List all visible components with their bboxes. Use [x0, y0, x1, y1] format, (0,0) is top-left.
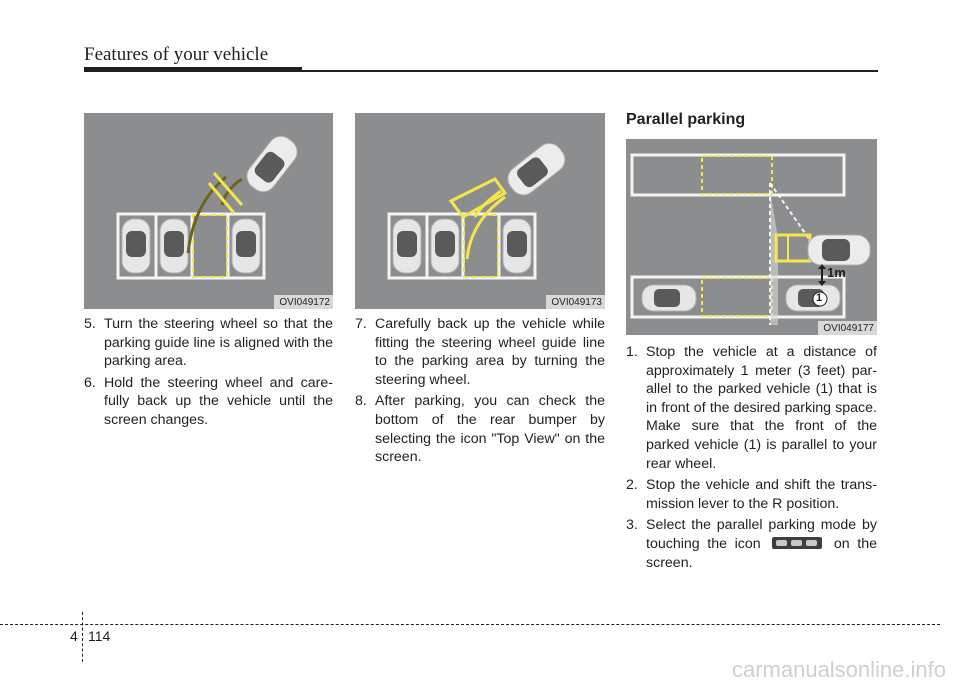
- steps-column-1: 5. Turn the steering wheel so that the p…: [84, 315, 333, 433]
- parked-car: [121, 218, 151, 274]
- figure-parallel-parking: 1m 1 OVI049177: [626, 139, 877, 335]
- step-item: 2. Stop the vehicle and shift the trans-…: [626, 476, 877, 513]
- figure-code: OVI049177: [818, 321, 877, 335]
- step-item: 3. Select the parallel parking mode by t…: [626, 516, 877, 572]
- figure-reverse-guide-2: OVI049173: [355, 113, 605, 309]
- footer-divider: [82, 612, 83, 662]
- parallel-parking-mode-icon: [772, 536, 823, 549]
- chapter-number: 4: [70, 628, 78, 644]
- header-rule-thick: [84, 67, 302, 72]
- parked-car: [641, 284, 697, 312]
- step-item: 8. After parking, you can check the bott…: [355, 392, 605, 466]
- figure-3-illustration: [630, 153, 871, 325]
- parking-guide-line: [207, 182, 236, 214]
- distance-label: 1m: [827, 265, 846, 280]
- vehicle-marker: 1: [816, 292, 823, 304]
- figure-code: OVI049172: [274, 295, 333, 309]
- step-number: 7.: [355, 316, 367, 332]
- parked-car: [502, 218, 532, 274]
- parking-guide-line: [774, 233, 812, 263]
- step-item: 6. Hold the steering wheel and care-full…: [84, 374, 333, 430]
- figure-2-illustration: [387, 143, 566, 280]
- steering-guide-line: [465, 195, 506, 260]
- step-text: Turn the steering wheel so that the park…: [104, 316, 333, 370]
- reversing-car: [246, 135, 298, 193]
- step-text: After parking, you can check the bottom …: [375, 393, 605, 466]
- parked-car: [231, 218, 261, 274]
- step-number: 2.: [626, 477, 638, 494]
- parked-car: [430, 218, 460, 274]
- target-space: [192, 214, 228, 278]
- header-rule-thin: [302, 70, 878, 72]
- parking-row-top: [630, 153, 846, 197]
- step-number: 3.: [626, 517, 638, 534]
- steps-column-3: 1. Stop the vehicle at a distance of app…: [626, 343, 877, 575]
- step-text: Stop the vehicle at a distance of approx…: [646, 344, 877, 472]
- step-item: 5. Turn the steering wheel so that the p…: [84, 315, 333, 371]
- figure-reverse-guide-1: OVI049172: [84, 113, 333, 309]
- parked-car: [392, 218, 422, 274]
- section-title: Parallel parking: [626, 111, 746, 128]
- step-text: Stop the vehicle and shift the trans-mis…: [646, 477, 877, 512]
- parking-guide-line: [448, 177, 508, 219]
- step-number: 5.: [84, 316, 96, 332]
- reversing-car: [507, 143, 566, 196]
- watermark: carmanualsonline.info: [731, 657, 946, 682]
- figure-code: OVI049173: [546, 295, 605, 309]
- step-item: 1. Stop the vehicle at a distance of app…: [626, 343, 877, 473]
- step-text: Hold the steering wheel and care-fully b…: [104, 374, 333, 428]
- steering-guide-line: [186, 175, 227, 254]
- step-number: 1.: [626, 344, 638, 360]
- step-number: 8.: [355, 393, 367, 410]
- footer-rule: [0, 624, 940, 625]
- parked-car: [159, 218, 189, 274]
- reversing-car: [807, 234, 871, 266]
- step-text: Carefully back up the vehicle while fitt…: [375, 316, 605, 388]
- target-space: [701, 277, 773, 317]
- step-text-before-icon: Select the parallel parking mode by touc…: [646, 517, 877, 552]
- step-number: 6.: [84, 374, 96, 391]
- step-item: 7. Carefully back up the vehicle while f…: [355, 315, 605, 389]
- figure-1-illustration: [116, 135, 298, 280]
- page-number: 114: [88, 628, 111, 644]
- page-header-title: Features of your vehicle: [84, 44, 269, 65]
- steps-column-2: 7. Carefully back up the vehicle while f…: [355, 315, 605, 470]
- step-text-after-icon: on the screen.: [646, 535, 877, 571]
- target-space: [463, 214, 499, 278]
